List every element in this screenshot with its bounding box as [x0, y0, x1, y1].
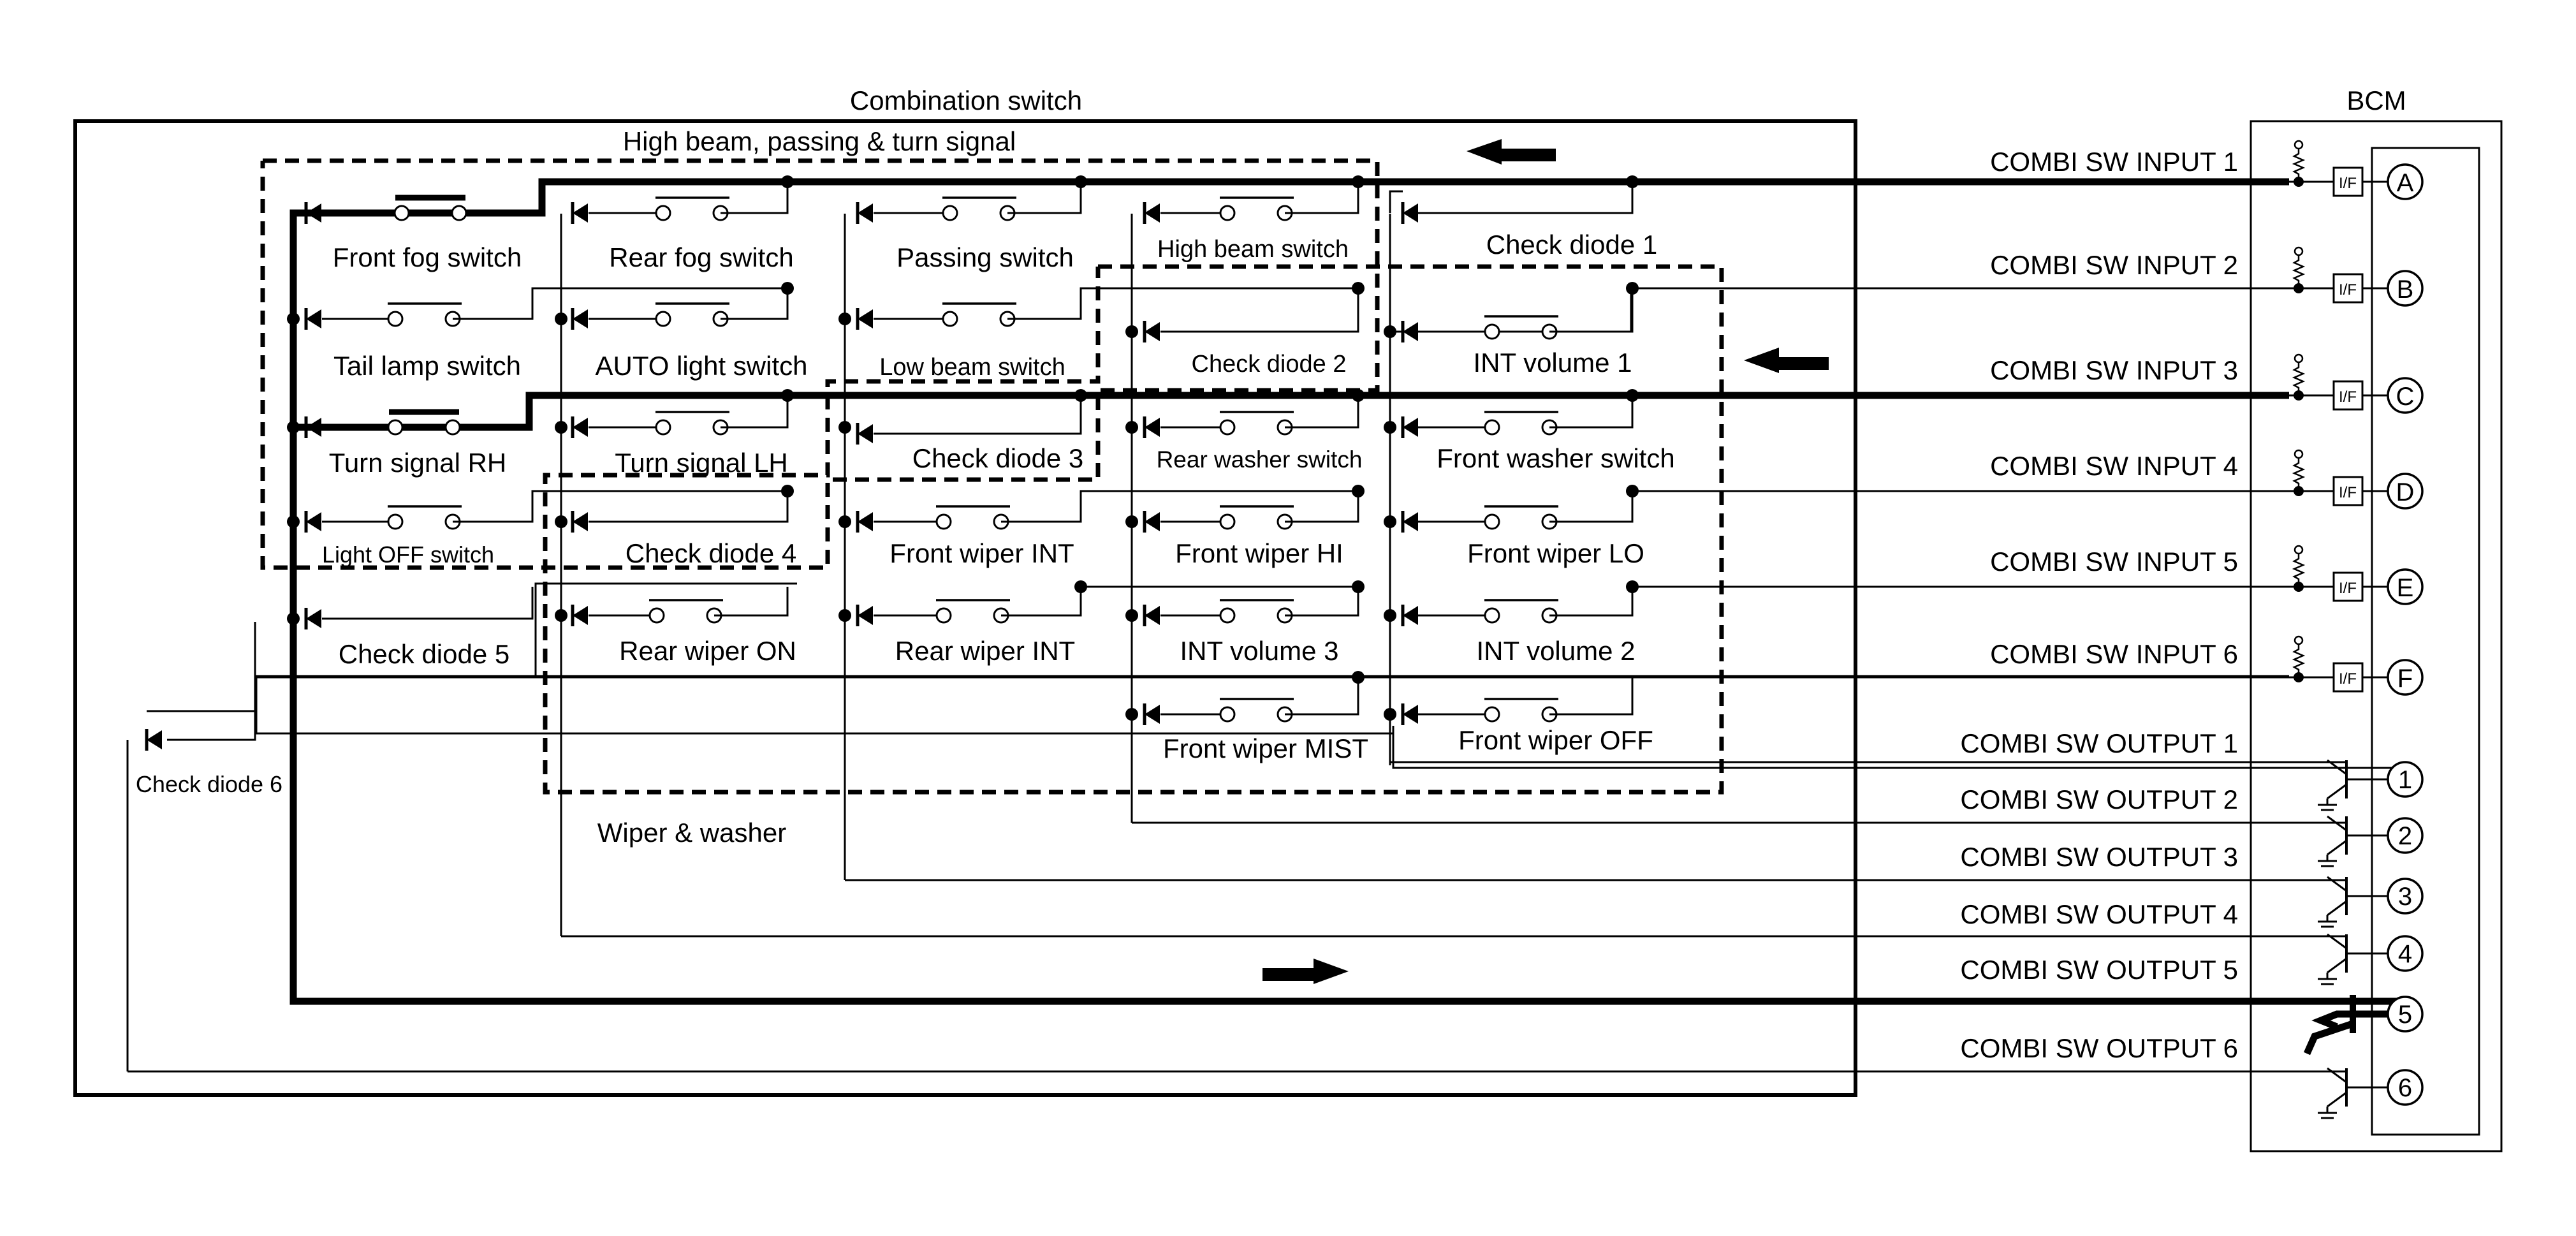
- label-passing: Passing switch: [896, 242, 1074, 272]
- input-stage-e: I/F E: [2289, 545, 2424, 605]
- label-high-beam-switch: High beam switch: [1157, 236, 1349, 263]
- bcm-box: [2250, 120, 2503, 1152]
- high-beam-group-label: High beam, passing & turn signal: [623, 126, 1016, 156]
- arrow-left-2-icon: [1744, 348, 1829, 373]
- label-rear-washer: Rear washer switch: [1157, 446, 1363, 473]
- input-stage-c: I/F C: [2289, 353, 2424, 414]
- row6-components: [147, 677, 1634, 751]
- bcm-input-stages: I/F A I/F B I/F C: [2289, 140, 2424, 696]
- output-stage-1: 1: [2318, 759, 2424, 811]
- terminal-5: 5: [2398, 1001, 2412, 1029]
- terminal-a: A: [2397, 169, 2414, 197]
- label-front-washer: Front washer switch: [1437, 443, 1674, 473]
- label-front-fog: Front fog switch: [333, 242, 522, 272]
- label-rw-on: Rear wiper ON: [619, 636, 796, 666]
- thick-output5-ground: [2303, 1020, 2354, 1056]
- output-stage-2: 2: [2318, 815, 2424, 867]
- thick-wire-input1: [289, 178, 2405, 1005]
- output-labels: COMBI SW OUTPUT 1 COMBI SW OUTPUT 2 COMB…: [1960, 728, 2238, 1063]
- input-label-6: COMBI SW INPUT 6: [1990, 639, 2238, 669]
- output-stage-6: 6: [2318, 1067, 2424, 1119]
- svg-text:I/F: I/F: [2339, 175, 2357, 192]
- terminal-6: 6: [2398, 1074, 2412, 1102]
- label-int-volume-2: INT volume 2: [1477, 636, 1636, 666]
- input-label-3: COMBI SW INPUT 3: [1990, 355, 2238, 385]
- bcm-title: BCM: [2346, 85, 2406, 115]
- terminal-e: E: [2397, 574, 2414, 602]
- terminal-c: C: [2396, 383, 2415, 411]
- output-label-6: COMBI SW OUTPUT 6: [1960, 1033, 2238, 1063]
- output-stage-3: 3: [2318, 876, 2424, 928]
- input-label-4: COMBI SW INPUT 4: [1990, 451, 2238, 481]
- output-stage-4: 4: [2318, 933, 2424, 985]
- label-low-beam: Low beam switch: [879, 354, 1065, 381]
- label-int-volume-1: INT volume 1: [1474, 348, 1632, 378]
- label-fw-mist: Front wiper MIST: [1163, 733, 1368, 763]
- input-stage-d: I/F D: [2289, 449, 2424, 510]
- terminal-2: 2: [2398, 822, 2412, 850]
- input-labels: COMBI SW INPUT 1 COMBI SW INPUT 2 COMBI …: [1990, 147, 2238, 669]
- bcm-output-stages: 1 2 3 4 5: [2318, 759, 2424, 1119]
- output-label-5: COMBI SW OUTPUT 5: [1960, 955, 2238, 985]
- label-turn-lh: Turn signal LH: [615, 448, 788, 478]
- arrow-left-1-icon: [1467, 139, 1556, 165]
- output-label-4: COMBI SW OUTPUT 4: [1960, 899, 2238, 929]
- svg-text:I/F: I/F: [2339, 281, 2357, 298]
- label-auto-light: AUTO light switch: [596, 351, 808, 381]
- row3-components: [306, 395, 1634, 445]
- terminal-1: 1: [2398, 766, 2412, 794]
- terminal-3: 3: [2398, 883, 2412, 911]
- junction-dots: [287, 175, 1639, 721]
- input-stage-a: I/F A: [2289, 140, 2424, 200]
- component-labels: Front fog switch Rear fog switch Passing…: [136, 230, 1675, 797]
- svg-text:I/F: I/F: [2339, 670, 2357, 688]
- row4-components: [306, 490, 1634, 533]
- arrow-right-icon: [1262, 959, 1349, 984]
- label-light-off: Light OFF switch: [322, 541, 494, 568]
- label-rw-int: Rear wiper INT: [895, 636, 1075, 666]
- label-fw-int: Front wiper INT: [889, 538, 1074, 568]
- input-label-1: COMBI SW INPUT 1: [1990, 147, 2238, 177]
- label-check-diode-1: Check diode 1: [1486, 230, 1658, 260]
- output-label-3: COMBI SW OUTPUT 3: [1960, 842, 2238, 872]
- output-stage-5: 5: [2350, 995, 2424, 1033]
- output-label-1: COMBI SW OUTPUT 1: [1960, 728, 2238, 758]
- input-row-wires: [255, 287, 2404, 769]
- wiper-group-label: Wiper & washer: [597, 818, 786, 848]
- wiper-group-box: [543, 264, 1724, 795]
- label-fw-off: Front wiper OFF: [1458, 725, 1653, 755]
- terminal-b: B: [2397, 276, 2414, 304]
- row5-components: [306, 585, 1634, 629]
- input-stage-b: I/F B: [2289, 246, 2424, 307]
- terminal-f: F: [2397, 665, 2413, 693]
- terminal-d: D: [2396, 478, 2415, 506]
- output-label-2: COMBI SW OUTPUT 2: [1960, 784, 2238, 814]
- row1-components: [306, 182, 1634, 224]
- combination-switch-box: [73, 119, 1857, 1097]
- input-label-2: COMBI SW INPUT 2: [1990, 250, 2238, 280]
- svg-text:I/F: I/F: [2339, 484, 2357, 501]
- input-label-5: COMBI SW INPUT 5: [1990, 547, 2238, 577]
- label-check-diode-3: Check diode 3: [912, 443, 1084, 473]
- bcm-terminal-block: [2371, 147, 2480, 1136]
- label-check-diode-2: Check diode 2: [1192, 351, 1347, 378]
- thick-wire-input3: [293, 392, 2289, 431]
- label-rear-fog: Rear fog switch: [609, 242, 793, 272]
- label-check-diode-6: Check diode 6: [136, 771, 282, 797]
- label-check-diode-4: Check diode 4: [626, 538, 797, 568]
- terminal-4: 4: [2398, 940, 2412, 968]
- label-fw-hi: Front wiper HI: [1175, 538, 1343, 568]
- svg-text:I/F: I/F: [2339, 580, 2357, 597]
- row2-components: [306, 287, 1634, 342]
- label-check-diode-5: Check diode 5: [339, 639, 510, 669]
- label-fw-lo: Front wiper LO: [1467, 538, 1644, 568]
- label-int-volume-3: INT volume 3: [1180, 636, 1339, 666]
- svg-text:I/F: I/F: [2339, 388, 2357, 406]
- input-stage-f: I/F F: [2289, 635, 2424, 696]
- label-tail-lamp: Tail lamp switch: [333, 351, 521, 381]
- high-beam-group-box: [260, 158, 1380, 570]
- combination-switch-title: Combination switch: [850, 85, 1082, 115]
- label-turn-rh: Turn signal RH: [329, 448, 507, 478]
